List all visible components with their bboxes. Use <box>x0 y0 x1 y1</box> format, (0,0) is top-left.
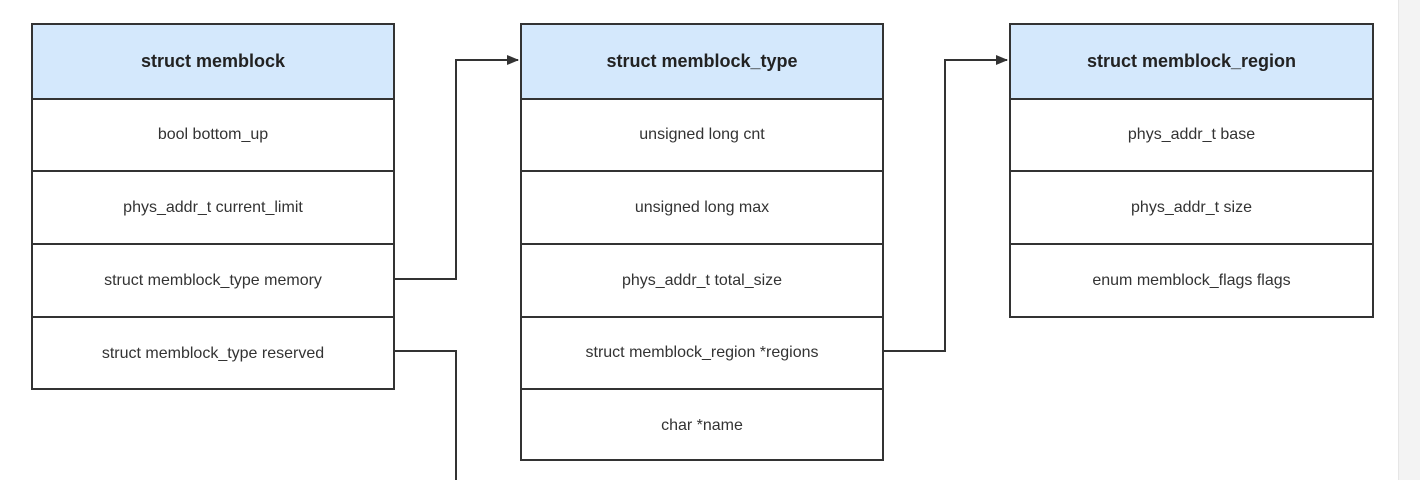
field-unsigned-long-cnt: unsigned long cnt <box>522 100 882 172</box>
field-char-name: char *name <box>661 416 743 434</box>
struct-memblock-type-box: struct memblock_type unsigned long cnt u… <box>520 23 884 461</box>
field-phys-addr-current-limit: phys_addr_t current_limit <box>33 172 393 245</box>
field-phys-addr-base: phys_addr_t base <box>1011 100 1372 172</box>
memory-to-memblock-type-arrow <box>395 55 519 280</box>
regions-to-memblock-region-arrow <box>884 55 1008 352</box>
field-phys-addr-total-size: phys_addr_t total_size <box>522 245 882 318</box>
field-memblock-region-regions: struct memblock_region *regions <box>522 318 882 390</box>
right-scrollbar-edge <box>1398 0 1420 480</box>
field-phys-addr-size: phys_addr_t size <box>1011 172 1372 245</box>
field-memblock-type-reserved: struct memblock_type reserved <box>101 344 325 362</box>
field-bool-bottom-up: bool bottom_up <box>33 100 393 172</box>
field-memblock-type-memory: struct memblock_type memory <box>33 245 393 318</box>
struct-memblock-title: struct memblock <box>33 25 393 100</box>
struct-memblock-type-title: struct memblock_type <box>522 25 882 100</box>
struct-memblock-box: struct memblock bool bottom_up phys_addr… <box>31 23 395 390</box>
field-memblock-flags-flags: enum memblock_flags flags <box>1092 271 1291 289</box>
field-unsigned-long-max: unsigned long max <box>522 172 882 245</box>
struct-memblock-region-title: struct memblock_region <box>1011 25 1372 100</box>
struct-memblock-region-box: struct memblock_region phys_addr_t base … <box>1009 23 1374 318</box>
reserved-offscreen-connector <box>395 350 457 480</box>
